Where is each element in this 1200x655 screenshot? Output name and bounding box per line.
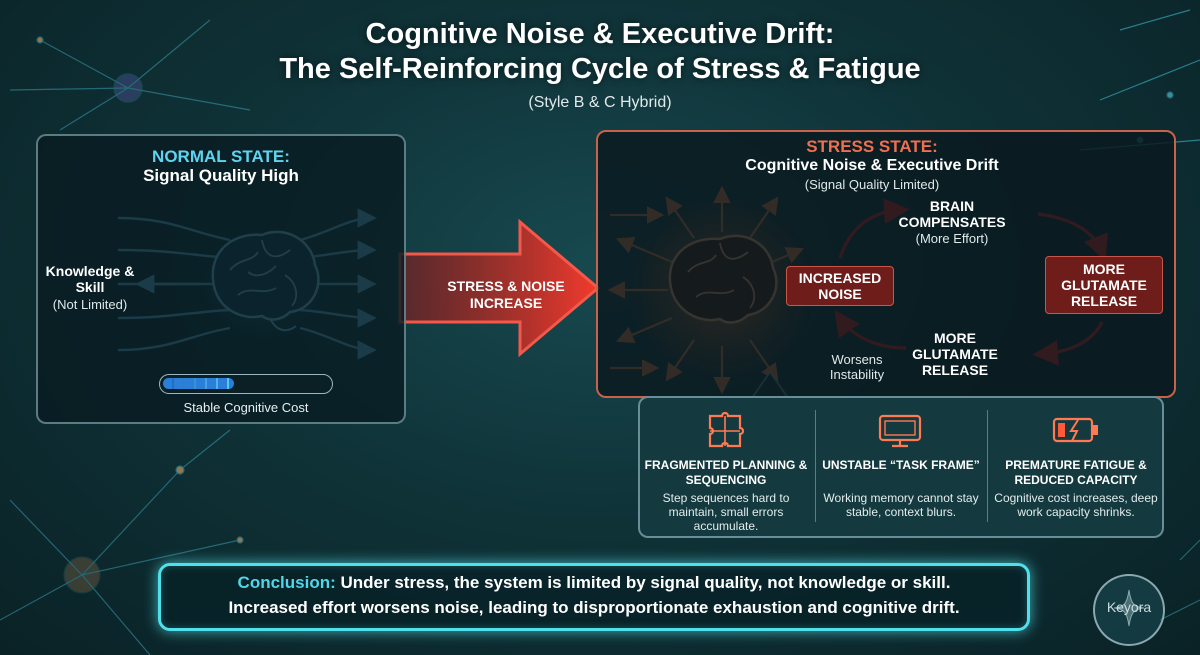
neuron-decoration <box>0 9 1200 655</box>
stress-noise-increase-label: STRESS & NOISE INCREASE <box>447 278 565 311</box>
effect-title-fatigue: PREMATURE FATIGUE & REDUCED CAPACITY <box>1005 458 1147 487</box>
cognitive-cost-bar <box>159 374 333 394</box>
effect-desc-planning: Step sequences hard to maintain, small e… <box>662 491 790 533</box>
increased-noise-box: INCREASED NOISE <box>786 266 894 306</box>
conclusion-line-2: Increased effort worsens noise, leading … <box>228 598 960 617</box>
stress-state-heading: STRESS STATE: <box>806 137 938 156</box>
effects-divider <box>987 410 988 522</box>
worsens-instability-label: Worsens Instability <box>829 352 885 382</box>
normal-state-heading: NORMAL STATE: <box>152 147 290 166</box>
conclusion-line-1: Conclusion: Under stress, the system is … <box>158 573 1030 593</box>
conclusion-label: Conclusion: <box>237 573 336 592</box>
effect-desc-fatigue: Cognitive cost increases, deep work capa… <box>994 491 1158 519</box>
keyora-logo-text: Keyora <box>1106 599 1152 615</box>
more-effort-label: (More Effort) <box>915 231 989 246</box>
cognitive-cost-fill <box>163 378 234 389</box>
stress-transition-arrow <box>398 218 601 358</box>
effect-title-task-frame: UNSTABLE “TASK FRAME” <box>822 458 980 472</box>
knowledge-skill-label: Knowledge & Skill <box>45 263 135 295</box>
conclusion-text: Under stress, the system is limited by s… <box>335 573 951 592</box>
page-subtitle: (Style B & C Hybrid) <box>528 94 672 111</box>
knowledge-skill-note: (Not Limited) <box>52 297 128 312</box>
battery-icon <box>1052 417 1098 443</box>
conclusion-box <box>158 563 1030 631</box>
page-title-line-1: Cognitive Noise & Executive Drift: <box>365 18 835 50</box>
stress-state-subheading: Cognitive Noise & Executive Drift <box>745 157 999 174</box>
star-icon <box>1113 589 1145 627</box>
keyora-logo <box>1093 574 1165 646</box>
effect-title-planning: FRAGMENTED PLANNING & SEQUENCING <box>644 458 808 487</box>
puzzle-icon <box>708 411 745 448</box>
effects-divider <box>815 410 816 522</box>
more-glutamate-box: MORE GLUTAMATE RELEASE <box>1045 256 1163 314</box>
page-title-line-2: The Self-Reinforcing Cycle of Stress & F… <box>279 53 921 85</box>
more-glutamate-label: MORE GLUTAMATE RELEASE <box>912 330 998 378</box>
effect-desc-task-frame: Working memory cannot stay stable, conte… <box>823 491 979 519</box>
brain-compensates-label: BRAIN COMPENSATES <box>898 198 1006 230</box>
monitor-icon <box>878 414 922 448</box>
cognitive-cost-label: Stable Cognitive Cost <box>183 400 309 415</box>
stress-state-note: (Signal Quality Limited) <box>804 177 940 192</box>
normal-state-subheading: Signal Quality High <box>143 166 299 185</box>
